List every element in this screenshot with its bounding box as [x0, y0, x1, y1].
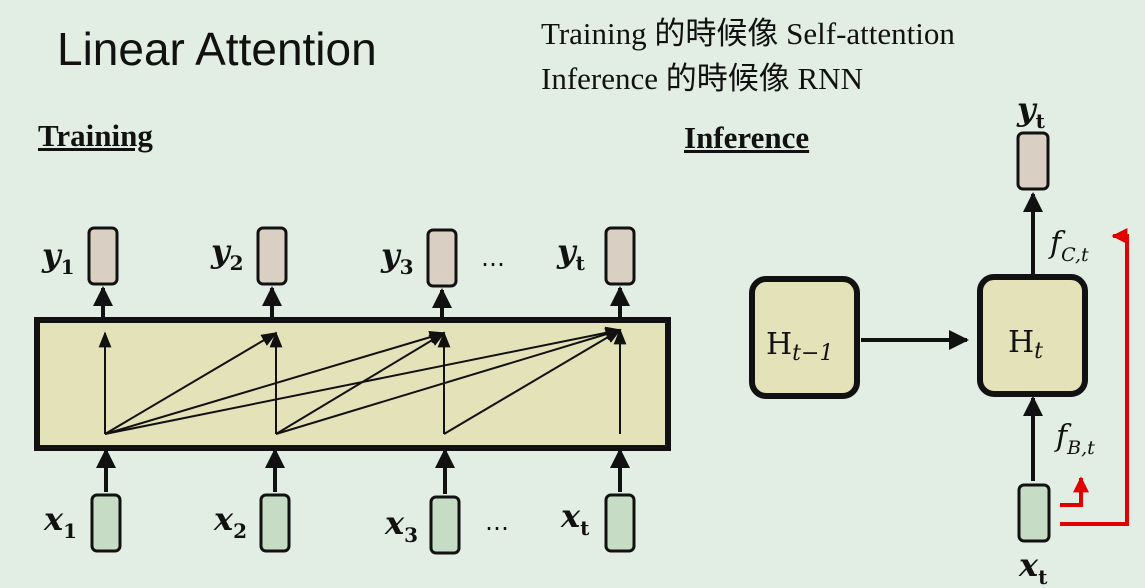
y2-label: y2 [210, 232, 244, 275]
red-arrow-to-fc [1060, 228, 1129, 526]
x3-label: x3 [384, 504, 418, 547]
y3-label: y3 [380, 236, 414, 279]
inference-input-box [1017, 483, 1051, 543]
output-box-2 [256, 226, 288, 286]
yt-label: yt [556, 232, 586, 275]
input-box-1 [90, 493, 122, 553]
prev-state-label: Ht−1 [766, 327, 833, 366]
attn-2-t [275, 328, 622, 435]
input-box-3 [429, 495, 461, 555]
x2-label: x2 [213, 500, 247, 543]
input-box-2 [259, 493, 291, 553]
prev-state-box [749, 276, 860, 399]
note-line-1: Training 的時候像 Self-attention [541, 16, 955, 51]
f-c-label: fC,t [1048, 226, 1089, 266]
x1-label: x1 [43, 500, 77, 543]
attn-2-3 [275, 332, 446, 435]
f-b-label: fB,t [1054, 419, 1095, 459]
inference-output-box [1016, 131, 1050, 191]
output-box-t [604, 226, 636, 286]
output-box-1 [87, 226, 119, 286]
inference-yt-label: yt [1016, 90, 1046, 133]
xt-label: xt [560, 497, 590, 540]
attention-connections [98, 326, 627, 435]
output-ellipsis: … [481, 244, 505, 272]
output-box-3 [426, 228, 458, 288]
attn-1-3 [104, 330, 446, 435]
note-line-2: Inference 的時候像 RNN [541, 61, 863, 96]
input-box-t [604, 493, 636, 553]
y1-label: y1 [41, 236, 75, 279]
slide-title: Linear Attention [57, 23, 377, 75]
inference-xt-label: xt [1018, 546, 1048, 588]
training-heading: Training [38, 118, 153, 153]
red-arrow-to-fb [1060, 476, 1089, 507]
attn-3-t [443, 329, 622, 435]
inference-heading: Inference [684, 120, 810, 155]
red-highlight-arrows [1060, 228, 1129, 526]
state-label: Ht [1008, 325, 1043, 364]
attn-1-2 [104, 332, 278, 435]
state-box [977, 274, 1088, 397]
input-ellipsis: … [485, 508, 509, 536]
